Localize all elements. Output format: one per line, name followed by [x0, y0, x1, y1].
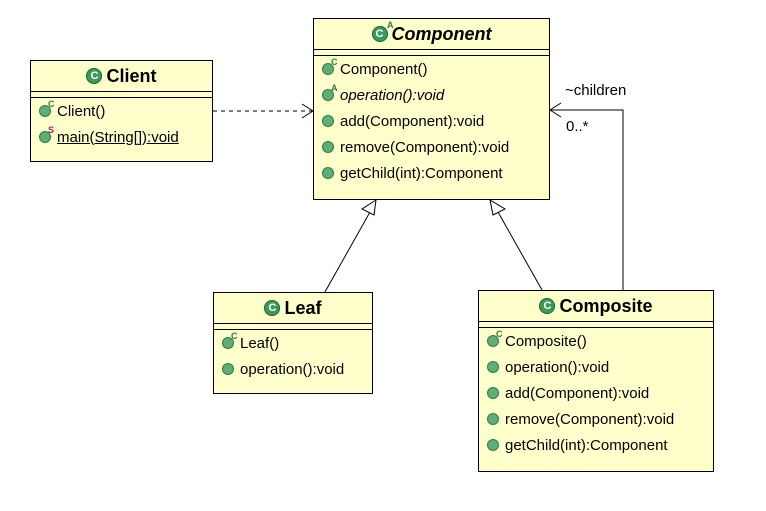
public-abstract-method-icon: A [322, 83, 338, 101]
public-method-icon: C [39, 99, 55, 117]
public-method-icon [222, 363, 234, 375]
leaf-class-header: C Leaf [214, 293, 372, 323]
children-association-arrowhead [549, 102, 562, 118]
public-method-icon [322, 167, 334, 179]
attribute-compartment [31, 91, 212, 97]
client-class[interactable]: C Client C Client() S main(String[]):voi… [30, 60, 213, 162]
leaf-class[interactable]: C Leaf C Leaf() operation():void [213, 292, 373, 394]
composite-generalization-line [497, 211, 543, 291]
class-icon: C [539, 298, 556, 314]
attribute-compartment [314, 49, 549, 55]
method-member[interactable]: add(Component):void [479, 380, 713, 406]
attribute-compartment [479, 321, 713, 327]
public-method-icon [322, 141, 334, 153]
leaf-generalization-triangle [360, 198, 377, 216]
operation-compartment: C Component() A operation():void add(Com… [314, 55, 549, 186]
operation-compartment: C Leaf() operation():void [214, 329, 372, 382]
public-method-icon [487, 413, 499, 425]
public-method-icon: C [487, 329, 503, 347]
class-icon: C [264, 300, 281, 316]
method-member[interactable]: remove(Component):void [314, 134, 549, 160]
constructor-member[interactable]: C Composite() [479, 328, 713, 354]
abstract-method-member[interactable]: A operation():void [314, 82, 549, 108]
method-member[interactable]: operation():void [214, 356, 372, 382]
composite-class-header: C Composite [479, 291, 713, 321]
public-method-icon: C [322, 57, 338, 75]
constructor-member[interactable]: C Leaf() [214, 330, 372, 356]
constructor-member[interactable]: C Client() [31, 98, 212, 124]
operation-compartment: C Composite() operation():void add(Compo… [479, 327, 713, 458]
public-method-icon [487, 387, 499, 399]
operation-compartment: C Client() S main(String[]):void [31, 97, 212, 150]
method-member[interactable]: getChild(int):Component [314, 160, 549, 186]
class-icon: C [86, 68, 103, 84]
class-name: Leaf [284, 297, 322, 318]
class-name: Composite [559, 295, 653, 316]
static-method-member[interactable]: S main(String[]):void [31, 124, 212, 150]
method-member[interactable]: remove(Component):void [479, 406, 713, 432]
attribute-compartment [214, 323, 372, 329]
association-role-label: ~children [565, 82, 627, 99]
composite-class[interactable]: C Composite C Composite() operation():vo… [478, 290, 714, 472]
method-member[interactable]: operation():void [479, 354, 713, 380]
class-name: Component [391, 23, 492, 44]
composite-generalization-triangle [489, 198, 507, 216]
public-method-icon [487, 361, 499, 373]
client-class-header: C Client [31, 61, 212, 91]
method-member[interactable]: add(Component):void [314, 108, 549, 134]
public-method-icon: C [222, 331, 238, 349]
association-multiplicity-label: 0..* [566, 118, 589, 135]
method-member[interactable]: getChild(int):Component [479, 432, 713, 458]
constructor-member[interactable]: C Component() [314, 56, 549, 82]
public-method-icon [322, 115, 334, 127]
leaf-generalization-line [324, 211, 371, 293]
children-association-line [551, 109, 624, 290]
class-name: Client [106, 65, 157, 86]
public-static-method-icon: S [39, 125, 54, 143]
public-method-icon [487, 439, 499, 451]
